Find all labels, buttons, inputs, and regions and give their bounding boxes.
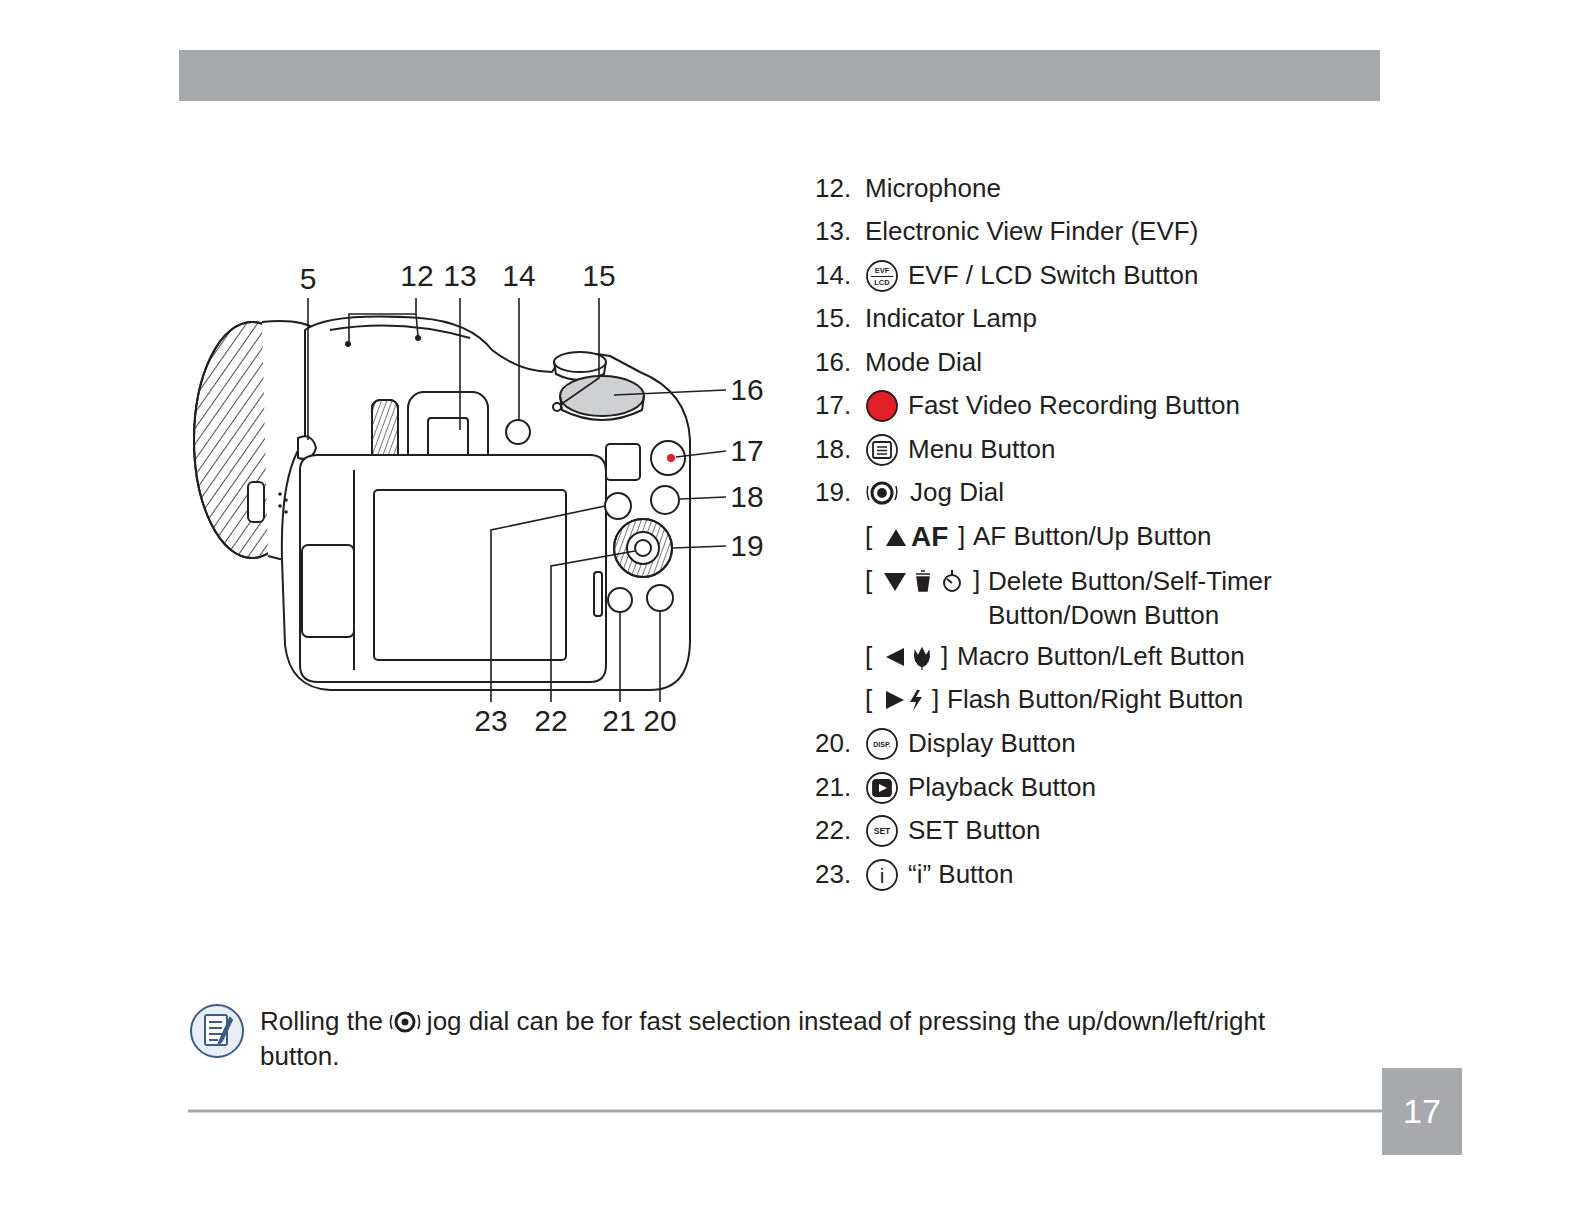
list-text: Menu Button [908, 435, 1055, 465]
icon-text: DISP. [873, 741, 890, 748]
list-text: [ [865, 566, 872, 596]
list-text: AF Button/Up Button [973, 522, 1211, 552]
list-text: [ [865, 685, 872, 715]
footer-rule [188, 1110, 1382, 1113]
list-text: 21. [815, 773, 851, 803]
callout-number: 5 [300, 262, 317, 297]
list-text: Delete Button/Self-Timer Button/Down But… [988, 564, 1318, 632]
callout-number: 23 [474, 704, 507, 739]
list-text: Playback Button [908, 773, 1096, 803]
icon-text: EVF [875, 267, 890, 275]
list-text: ] [932, 685, 939, 715]
list-text: Microphone [865, 174, 1001, 204]
callout-number: 19 [730, 529, 763, 564]
list-text: Indicator Lamp [865, 304, 1037, 334]
icon-text: i [880, 865, 885, 886]
list-text: Jog Dial [910, 478, 1004, 508]
callout-number: 22 [534, 704, 567, 739]
icon-text: SET [874, 827, 891, 836]
callout-number: 20 [643, 704, 676, 739]
list-text: 23. [815, 860, 851, 890]
list-text: 15. [815, 304, 851, 334]
list-text: ] [958, 522, 965, 552]
list-text: [ [865, 522, 872, 552]
list-text: Macro Button/Left Button [957, 642, 1245, 672]
callout-number: 16 [730, 373, 763, 408]
note-text: Rolling the [260, 1006, 383, 1036]
jog-dial-icon [401, 1019, 408, 1026]
list-text: ] [973, 566, 980, 596]
jog-dial-icon [396, 1013, 414, 1031]
list-text: 17. [815, 391, 851, 421]
note-text: Rolling thejog dial can be for fast sele… [260, 1004, 1350, 1074]
callout-number: 12 [400, 259, 433, 294]
list-text: 19. [815, 478, 851, 508]
page-number: 17 [1403, 1092, 1441, 1131]
callout-number: 15 [582, 259, 615, 294]
callout-number: 21 [602, 704, 635, 739]
callout-number: 17 [730, 434, 763, 469]
list-text: [ [865, 642, 872, 672]
note-icon [191, 1005, 243, 1057]
list-text: Fast Video Recording Button [908, 391, 1240, 421]
list-text: Mode Dial [865, 348, 982, 378]
list-text: SET Button [908, 816, 1041, 846]
callout-number: 13 [443, 259, 476, 294]
page-number-box: 17 [1382, 1068, 1462, 1155]
list-text: 12. [815, 174, 851, 204]
icon-text: LCD [874, 279, 889, 287]
list-text: ] [941, 642, 948, 672]
list-text: 18. [815, 435, 851, 465]
jog-dial-icon [390, 1015, 419, 1029]
callout-number: 14 [502, 259, 535, 294]
list-text: Flash Button/Right Button [947, 685, 1243, 715]
list-text: “i” Button [908, 860, 1014, 890]
list-text: 14. [815, 261, 851, 291]
header-bar [179, 50, 1380, 101]
list-text: 20. [815, 729, 851, 759]
list-text: Electronic View Finder (EVF) [865, 217, 1198, 247]
list-text: 22. [815, 816, 851, 846]
camera-illustration [194, 317, 690, 691]
list-text: EVF / LCD Switch Button [908, 261, 1198, 291]
jog-dial-icon [383, 1008, 427, 1036]
list-text: 13. [815, 217, 851, 247]
callout-number: 18 [730, 480, 763, 515]
list-text: AF [911, 521, 948, 553]
list-text: 16. [815, 348, 851, 378]
list-text: Display Button [908, 729, 1076, 759]
leader-lines [308, 298, 726, 702]
